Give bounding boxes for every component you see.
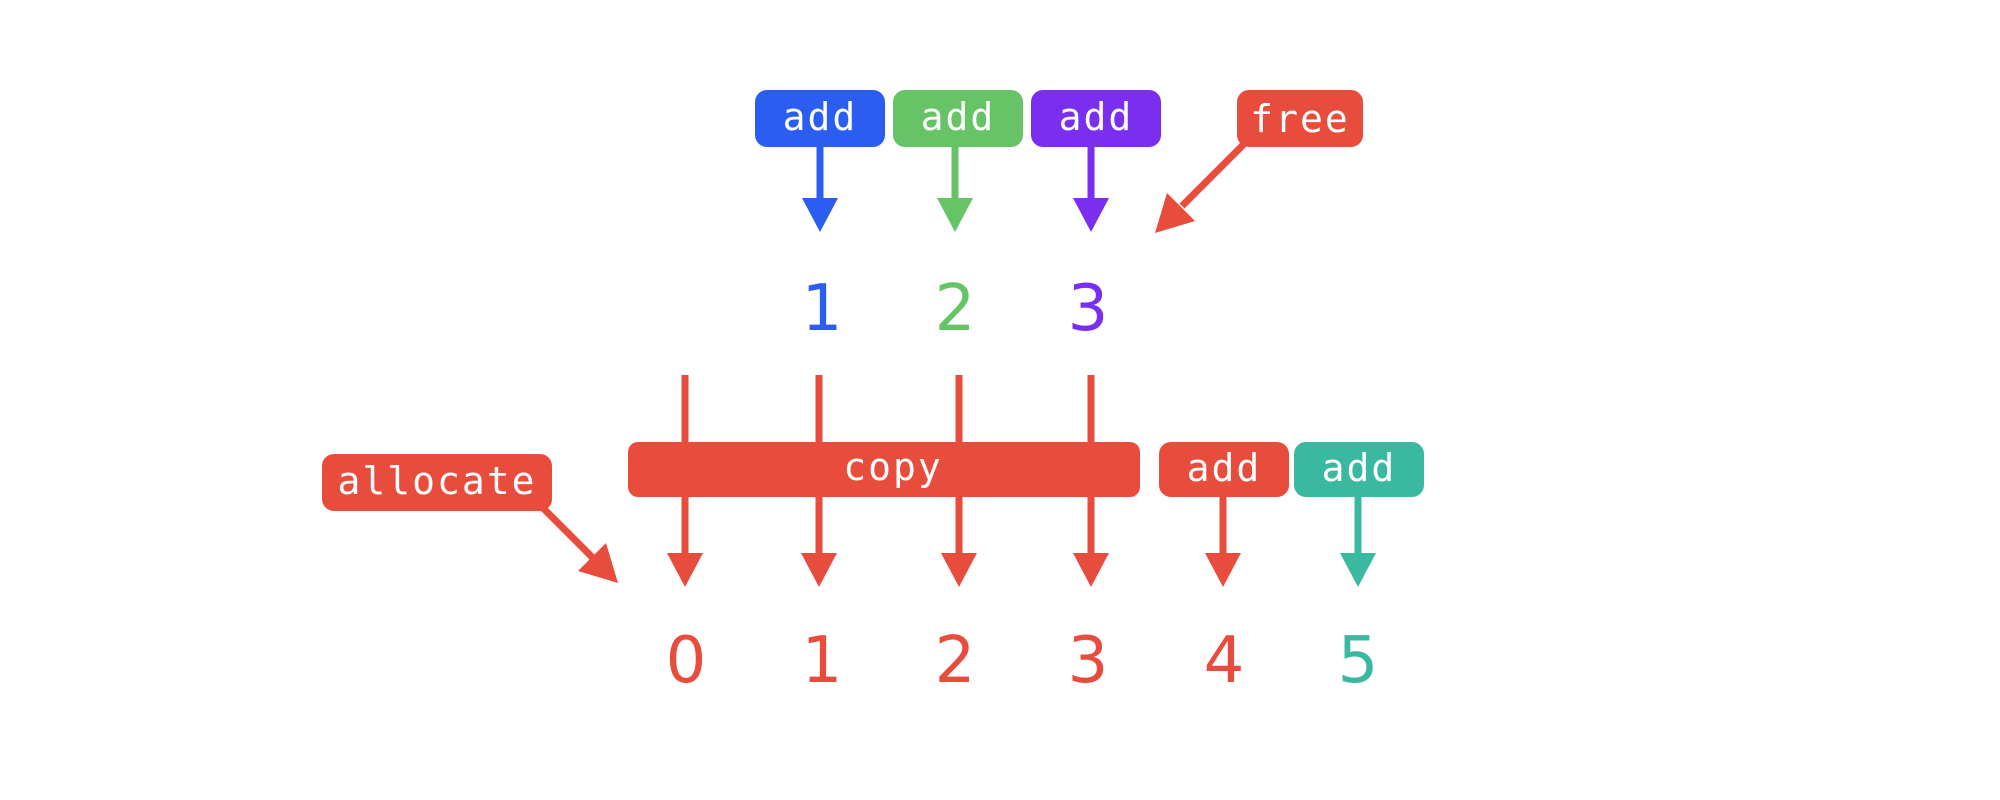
add-label-5-text: add <box>1322 446 1397 490</box>
new-array-element-1: 1 <box>802 624 843 698</box>
old-array-element-3: 3 <box>1068 272 1109 346</box>
down-arrow-icon <box>1073 147 1109 232</box>
add-label-4-text: add <box>1187 446 1262 490</box>
down-arrow-icon <box>941 497 977 587</box>
new-array-element-4: 4 <box>1204 624 1245 698</box>
new-array-element-5: 5 <box>1338 624 1379 698</box>
allocate-label-text: allocate <box>337 459 536 503</box>
add-label-2-text: add <box>921 95 996 139</box>
allocate-label: allocate <box>322 454 552 511</box>
new-array-element-3: 3 <box>1068 624 1109 698</box>
down-arrow-icon <box>1073 497 1109 587</box>
add-label-3: add <box>1031 90 1161 147</box>
copy-label-text: copy <box>843 445 943 489</box>
down-arrow-icon <box>937 147 973 232</box>
down-arrow-icon <box>667 497 703 587</box>
new-array-element-2: 2 <box>935 624 976 698</box>
add-label-4: add <box>1159 442 1289 497</box>
add-label-1-text: add <box>783 95 858 139</box>
down-arrow-icon <box>1205 497 1241 587</box>
add-label-5: add <box>1294 442 1424 497</box>
old-array-element-2: 2 <box>935 272 976 346</box>
new-array-group: copy allocate add add <box>322 375 1424 698</box>
add-label-3-text: add <box>1059 95 1134 139</box>
new-array-element-0: 0 <box>666 624 707 698</box>
diagonal-arrow-icon <box>540 505 618 583</box>
old-array-element-1: 1 <box>802 272 843 346</box>
add-label-2: add <box>893 90 1023 147</box>
add-label-1: add <box>755 90 885 147</box>
down-arrow-icon <box>802 147 838 232</box>
down-arrow-icon <box>1340 497 1376 587</box>
free-label-text: free <box>1250 97 1350 141</box>
diagonal-arrow-icon <box>1155 140 1248 233</box>
copy-lines <box>681 375 1095 445</box>
free-label: free <box>1237 90 1363 147</box>
down-arrow-icon <box>801 497 837 587</box>
old-array-group: add add add free <box>755 90 1363 346</box>
copy-label: copy <box>628 442 1140 497</box>
